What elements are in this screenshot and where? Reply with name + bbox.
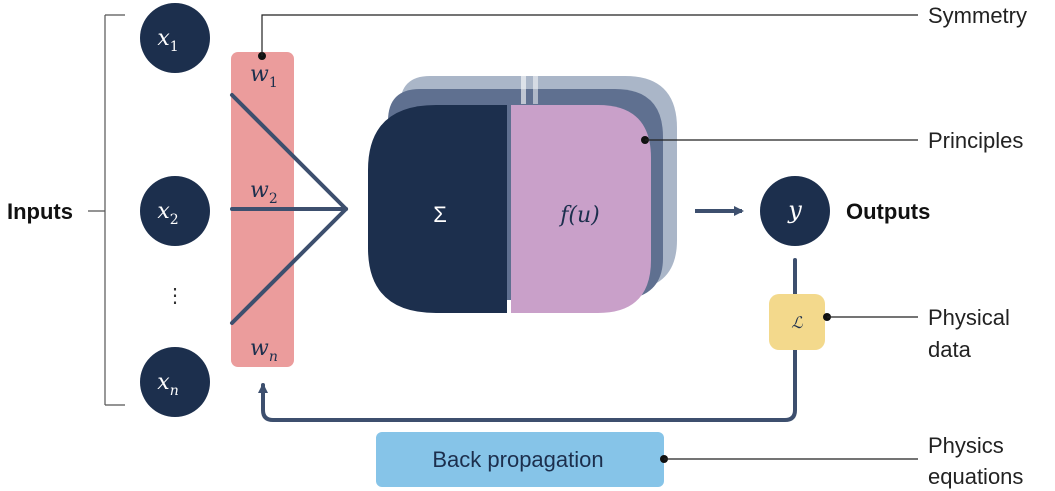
activation-function: f(u) bbox=[558, 203, 599, 228]
symmetry-connector bbox=[258, 14, 918, 60]
svg-text:y: y bbox=[787, 196, 802, 224]
input-node-x1: x1 bbox=[140, 3, 210, 73]
svg-text:xn: xn bbox=[157, 370, 178, 399]
outputs-label: Outputs bbox=[846, 199, 930, 224]
back-propagation-label: Back propagation bbox=[432, 447, 603, 472]
physics-equations-connector bbox=[660, 455, 918, 463]
weight-label-wn: wn bbox=[250, 336, 278, 365]
inputs-bracket bbox=[88, 14, 125, 406]
svg-text:x2: x2 bbox=[157, 199, 178, 228]
loss-symbol: ℒ bbox=[791, 313, 803, 332]
neuron-sum-block bbox=[368, 105, 507, 313]
back-propagation-box bbox=[376, 432, 664, 487]
neuron-activation-block bbox=[511, 105, 651, 313]
backprop-path bbox=[258, 258, 797, 422]
input-node-x2: x2 bbox=[140, 176, 210, 246]
input-node-xn: xn bbox=[140, 347, 210, 417]
physical-data-label: Physical data bbox=[928, 305, 1016, 362]
principles-label: Principles bbox=[928, 128, 1023, 153]
weight-lines bbox=[230, 93, 348, 325]
inputs-label: Inputs bbox=[7, 199, 73, 224]
output-node-y: y bbox=[760, 176, 830, 246]
physics-equations-label: Physics equations bbox=[928, 433, 1023, 489]
svg-text:x1: x1 bbox=[157, 26, 178, 55]
weight-label-w2: w2 bbox=[250, 178, 278, 207]
physical-data-connector bbox=[823, 313, 918, 321]
weight-label-w1: w1 bbox=[250, 62, 278, 91]
principles-connector bbox=[641, 136, 918, 144]
loss-box bbox=[769, 294, 825, 350]
sum-symbol: Σ bbox=[433, 202, 447, 227]
inputs-ellipsis: ⋮ bbox=[165, 285, 185, 307]
symmetry-label: Symmetry bbox=[928, 3, 1027, 28]
